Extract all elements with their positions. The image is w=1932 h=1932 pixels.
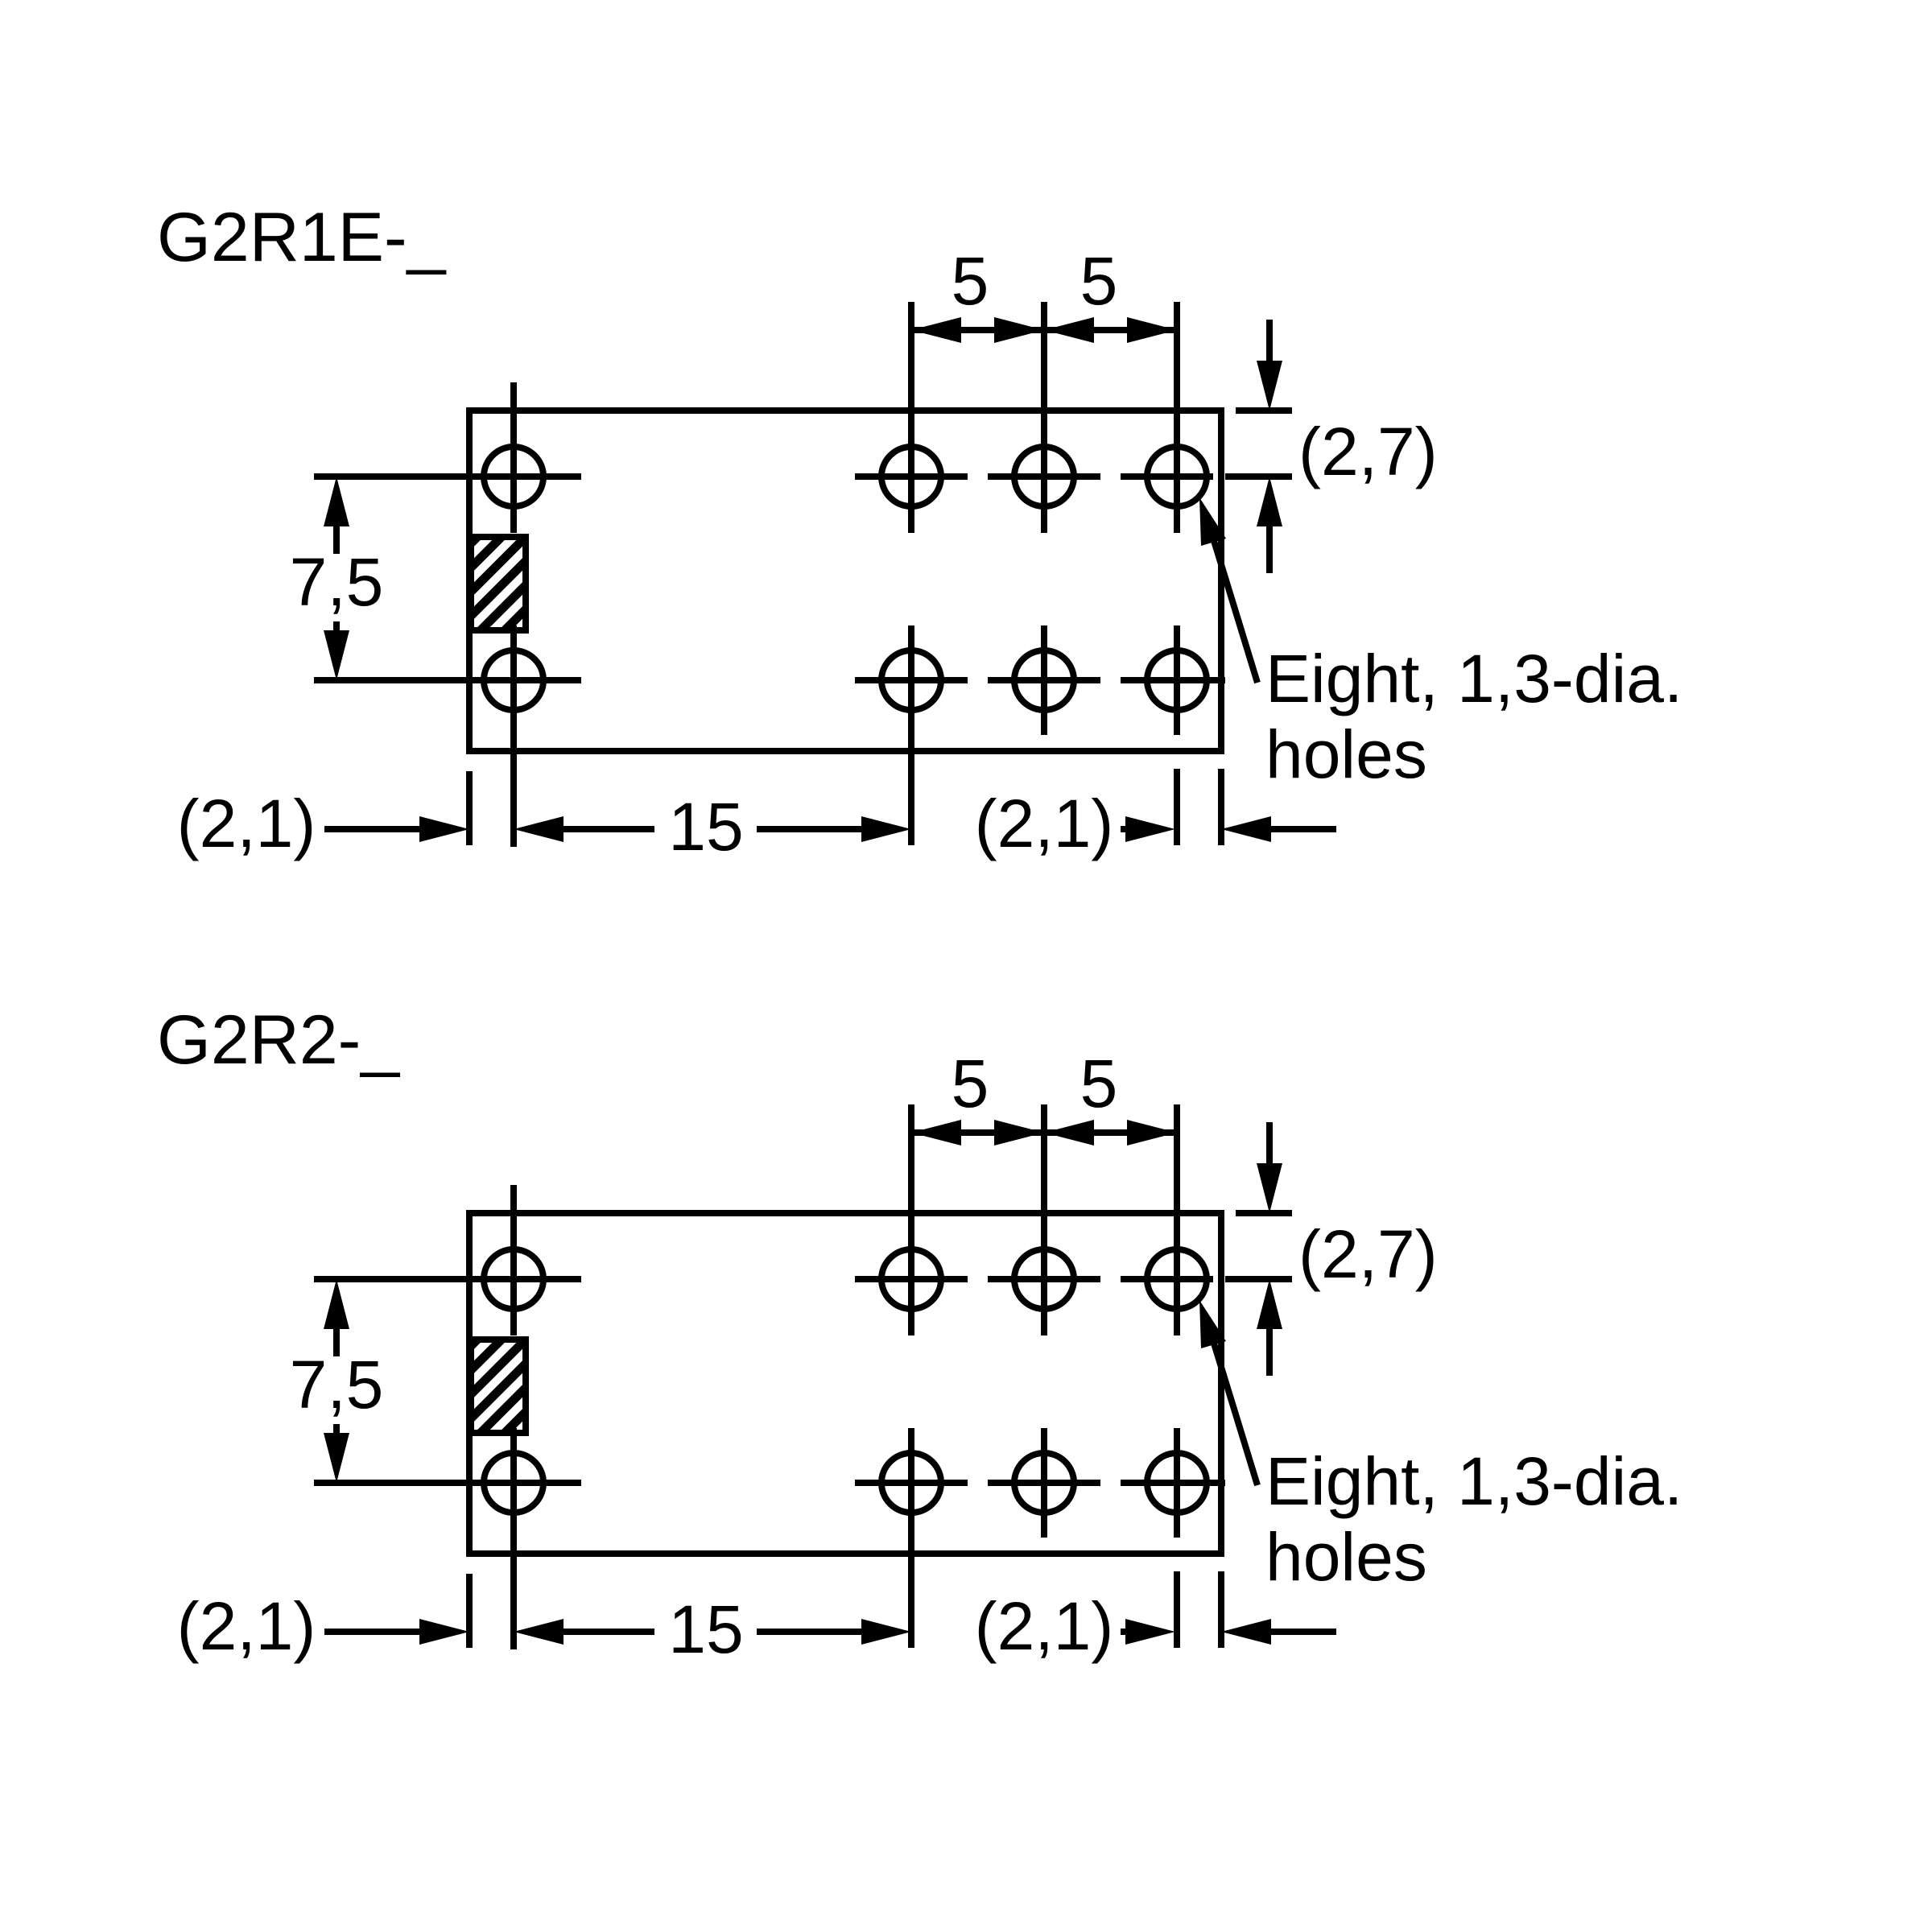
dim-left-edge-offset: (2,1) xyxy=(177,786,316,861)
diagram-g2r1e: G2R1E-_ 5 5 (2,7) 7,5 (2,1) 15 (2,1) Eig… xyxy=(157,199,1682,865)
dim-top-edge-offset: (2,7) xyxy=(1298,1216,1438,1292)
dim-row-spacing: 7,5 xyxy=(290,1347,384,1422)
diagram-title: G2R1E-_ xyxy=(157,199,447,276)
diagram-g2r2: G2R2-_ 5 5 (2,7) 7,5 (2,1) 15 (2,1) Eigh… xyxy=(157,1001,1682,1667)
dim-hole-pitch-left: 5 xyxy=(952,243,989,319)
dim-left-edge-offset: (2,1) xyxy=(177,1588,316,1664)
callout-holes-line1: Eight, 1,3-dia. xyxy=(1265,1443,1682,1519)
dim-row-spacing: 7,5 xyxy=(290,544,384,620)
dim-hole-pitch-right: 5 xyxy=(1080,1046,1118,1121)
dim-column-span: 15 xyxy=(668,789,743,865)
footprint-geometry xyxy=(314,302,1336,847)
callout-holes-line2: holes xyxy=(1265,716,1427,792)
diagram-title: G2R2-_ xyxy=(157,1001,400,1079)
dim-right-edge-offset: (2,1) xyxy=(975,1588,1114,1664)
callout-holes-line2: holes xyxy=(1265,1519,1427,1595)
dim-top-edge-offset: (2,7) xyxy=(1298,414,1438,489)
dim-column-span: 15 xyxy=(668,1591,743,1667)
dim-hole-pitch-right: 5 xyxy=(1080,243,1118,319)
dim-right-edge-offset: (2,1) xyxy=(975,786,1114,861)
footprint-geometry xyxy=(314,1104,1336,1649)
dim-hole-pitch-left: 5 xyxy=(952,1046,989,1121)
callout-holes-line1: Eight, 1,3-dia. xyxy=(1265,641,1682,716)
